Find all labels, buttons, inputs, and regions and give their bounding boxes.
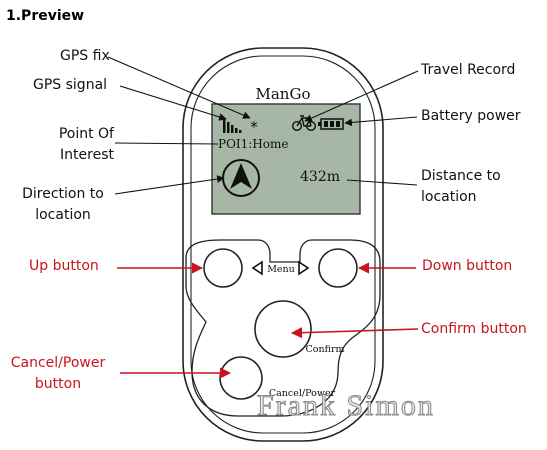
travel-record-leader <box>304 70 419 122</box>
label-point-of-interest: Point Of Interest <box>14 124 114 166</box>
confirm-button <box>254 300 312 358</box>
cancel-power-label: Cancel/Power <box>269 388 336 399</box>
section-title: 1.Preview <box>6 8 85 24</box>
menu-label: Menu <box>267 264 295 275</box>
label-battery-power: Battery power <box>421 108 521 124</box>
label-poi-line2: Interest <box>60 147 114 163</box>
label-distance: Distance to location <box>421 166 501 208</box>
label-cancel-line2: button <box>34 376 82 392</box>
confirm-button-leader <box>290 327 419 339</box>
label-travel-record: Travel Record <box>421 62 516 78</box>
label-direction: Direction to location <box>8 184 118 226</box>
device-brand: ManGo <box>256 85 311 103</box>
device-inner-shell <box>190 55 376 434</box>
label-cancel-power: Cancel/Power button <box>2 353 114 395</box>
battery-icon <box>318 118 344 130</box>
lcd-distance-text: 432m <box>300 169 340 185</box>
label-distance-line2: location <box>421 189 477 205</box>
lcd-poi-text: POI1:Home <box>218 137 289 151</box>
up-button <box>203 248 243 288</box>
gps-signal-leader <box>119 85 227 121</box>
label-poi-line1: Point Of <box>58 126 114 142</box>
signal-bars-icon <box>223 119 242 133</box>
label-direction-line2: location <box>35 207 91 223</box>
watermark: Frank Simon <box>257 389 435 423</box>
confirm-label: Confirm <box>306 344 345 355</box>
button-panel-outline <box>185 239 381 417</box>
menu-right-arrow-icon <box>298 260 310 276</box>
distance-leader <box>346 179 418 186</box>
label-down-button: Down button <box>422 258 513 274</box>
label-confirm-button: Confirm button <box>421 321 527 337</box>
label-gps-signal: GPS signal <box>33 77 108 93</box>
gps-fix-leader <box>107 56 251 119</box>
label-up-button: Up button <box>29 258 99 274</box>
menu-left-arrow-icon <box>251 260 263 276</box>
direction-leader <box>114 175 225 195</box>
poi-leader <box>114 142 219 145</box>
label-distance-line1: Distance to <box>421 168 501 184</box>
gps-fix-star-icon: * <box>250 118 258 136</box>
battery-leader <box>344 116 418 127</box>
lcd-screen <box>211 103 361 215</box>
cancel-power-button <box>219 356 263 400</box>
label-gps-fix: GPS fix <box>60 48 110 64</box>
label-cancel-line1: Cancel/Power <box>10 355 106 371</box>
down-button <box>318 248 358 288</box>
label-direction-line1: Direction to <box>22 186 104 202</box>
